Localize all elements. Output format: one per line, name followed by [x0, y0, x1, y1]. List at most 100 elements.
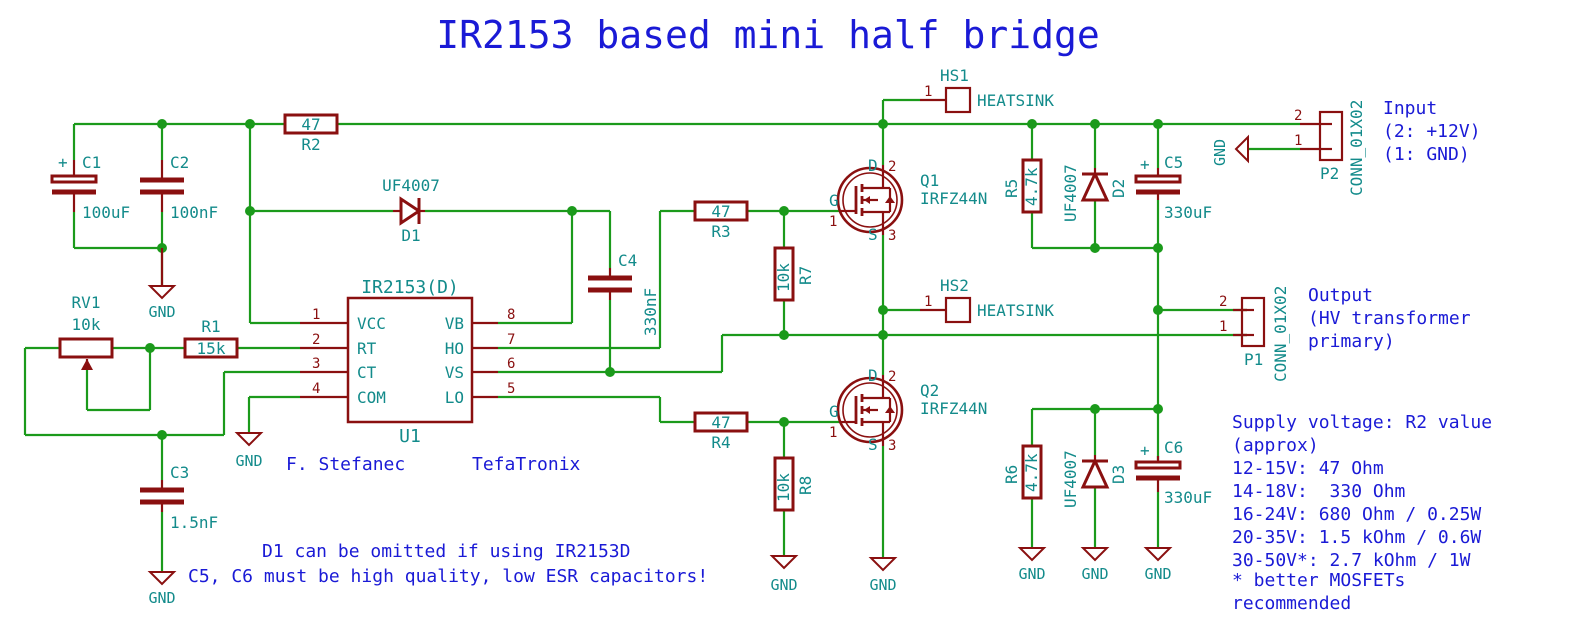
ic-u1: IR2153(D) U1 1 2 3 4 VCC RT CT COM 8 7 6… — [300, 277, 515, 447]
c1-value: 100uF — [82, 203, 130, 222]
diode-d2: UF4007 D2 — [1061, 164, 1128, 222]
q1-drain-label: D — [868, 156, 878, 175]
author-label: F. Stefanec — [286, 454, 405, 475]
gnd-icon: GND — [868, 557, 898, 594]
gnd-icon: GND — [1143, 547, 1173, 583]
svg-text:Output: Output — [1308, 285, 1373, 306]
d3-value: UF4007 — [1061, 450, 1080, 508]
c2-ref: C2 — [170, 153, 189, 172]
svg-text:16-24V: 680 Ohm / 0.25W: 16-24V: 680 Ohm / 0.25W — [1232, 504, 1481, 525]
u1-pin-name: VCC — [357, 314, 386, 333]
u1-pin-num: 1 — [312, 307, 320, 323]
heatsink-hs2: 1 HS2 HEATSINK — [920, 276, 1054, 324]
d2-value: UF4007 — [1061, 164, 1080, 222]
q2-pin-1: 1 — [829, 425, 837, 441]
svg-text:GND: GND — [148, 589, 175, 607]
p1-value: CONN_01X02 — [1271, 286, 1290, 382]
p2-ref: P2 — [1320, 164, 1339, 183]
r4-value: 47 — [711, 413, 730, 432]
mosfet-q2: G 1 D 2 S 3 Q2 IRFZ44N — [829, 366, 987, 454]
r3-value: 47 — [711, 202, 730, 221]
page-title: IR2153 based mini half bridge — [436, 13, 1099, 57]
svg-text:GND: GND — [1144, 565, 1171, 583]
d2-ref: D2 — [1109, 179, 1128, 198]
r5-ref: R5 — [1002, 179, 1021, 198]
q1-source-label: S — [868, 225, 878, 244]
resistor-r8: 10k R8 — [773, 456, 815, 512]
rv1-ref: RV1 — [72, 293, 101, 312]
mosfet-q1: G 1 D 2 S 3 Q1 IRFZ44N — [829, 156, 987, 244]
wires — [23, 98, 1300, 572]
heatsink-hs1: 1 HS1 HEATSINK — [920, 66, 1054, 114]
hs1-ref: HS1 — [940, 66, 969, 85]
potentiometer-rv1: RV1 10k — [58, 293, 114, 370]
diode-d3: UF4007 D3 — [1061, 450, 1128, 508]
gnd-icon: GND — [1080, 547, 1110, 583]
resistor-r6: 4.7k R6 — [1002, 444, 1043, 500]
svg-text:GND: GND — [869, 576, 896, 594]
capacitor-c3: C3 1.5nF — [140, 463, 218, 532]
connector-p2: 2 1 P2 CONN_01X02 — [1294, 100, 1366, 196]
capacitor-c5: + C5 330uF — [1134, 153, 1212, 222]
resistor-r1: 15k R1 — [183, 317, 239, 359]
q2-pin-2: 2 — [888, 369, 896, 385]
q2-pin-3: 3 — [888, 438, 896, 454]
hs2-value: HEATSINK — [977, 301, 1054, 320]
svg-text:2: 2 — [1294, 108, 1302, 124]
r1-ref: R1 — [201, 317, 220, 336]
svg-text:* better MOSFETs: * better MOSFETs — [1232, 570, 1405, 591]
capacitor-c4: C4 330nF — [588, 251, 660, 336]
svg-text:2: 2 — [1219, 294, 1227, 310]
c4-ref: C4 — [618, 251, 637, 270]
c3-ref: C3 — [170, 463, 189, 482]
r6-value: 4.7k — [1022, 453, 1041, 492]
svg-text:primary): primary) — [1308, 331, 1395, 352]
output-label: Output (HV transformer primary) — [1308, 285, 1471, 352]
c6-value: 330uF — [1164, 488, 1212, 507]
p2-value: CONN_01X02 — [1347, 100, 1366, 196]
d1-value: UF4007 — [382, 176, 440, 195]
gnd-icon: GND — [769, 555, 799, 594]
c1-ref: C1 — [82, 153, 101, 172]
c6-ref: C6 — [1164, 438, 1183, 457]
q2-drain-label: D — [868, 366, 878, 385]
u1-pin-name: HO — [445, 339, 464, 358]
svg-text:GND: GND — [770, 576, 797, 594]
junctions — [145, 119, 1163, 440]
gnd-icon: GND — [147, 248, 177, 321]
c4-value: 330nF — [641, 288, 660, 336]
connector-p1: 2 1 P1 CONN_01X02 — [1219, 286, 1290, 382]
r4-ref: R4 — [711, 433, 730, 452]
svg-text:1: 1 — [924, 84, 932, 100]
svg-text:14-18V: 330 Ohm: 14-18V: 330 Ohm — [1232, 481, 1405, 502]
q1-pin-1: 1 — [829, 214, 837, 230]
r8-ref: R8 — [796, 476, 815, 495]
svg-text:30-50V*: 2.7 kOhm / 1W: 30-50V*: 2.7 kOhm / 1W — [1232, 550, 1471, 571]
capacitor-c2: C2 100nF — [140, 153, 218, 222]
q1-value: IRFZ44N — [920, 189, 987, 208]
u1-pin-num: 4 — [312, 381, 320, 397]
note-line-1: D1 can be omitted if using IR2153D — [262, 541, 630, 562]
d3-ref: D3 — [1109, 465, 1128, 484]
svg-text:12-15V: 47 Ohm: 12-15V: 47 Ohm — [1232, 458, 1384, 479]
svg-text:(1: GND): (1: GND) — [1383, 144, 1470, 165]
r1-value: 15k — [197, 339, 226, 358]
gnd-icon: GND — [234, 432, 264, 470]
r7-value: 10k — [774, 263, 793, 292]
r6-ref: R6 — [1002, 465, 1021, 484]
u1-pin-num: 2 — [312, 332, 320, 348]
u1-pin-name: RT — [357, 339, 377, 358]
svg-text:(approx): (approx) — [1232, 435, 1319, 456]
svg-text:1: 1 — [924, 294, 932, 310]
supply-voltage-table: Supply voltage: R2 value (approx) 12-15V… — [1232, 412, 1492, 614]
c5-value: 330uF — [1164, 203, 1212, 222]
r7-ref: R7 — [796, 266, 815, 285]
svg-text:1: 1 — [1219, 319, 1227, 335]
input-label: Input (2: +12V) (1: GND) — [1383, 98, 1481, 165]
company-label: TefaTronix — [472, 454, 581, 475]
r2-ref: R2 — [301, 135, 320, 154]
p1-ref: P1 — [1244, 350, 1263, 369]
u1-ref: U1 — [399, 426, 421, 447]
resistor-r2: 47 R2 — [283, 113, 339, 154]
